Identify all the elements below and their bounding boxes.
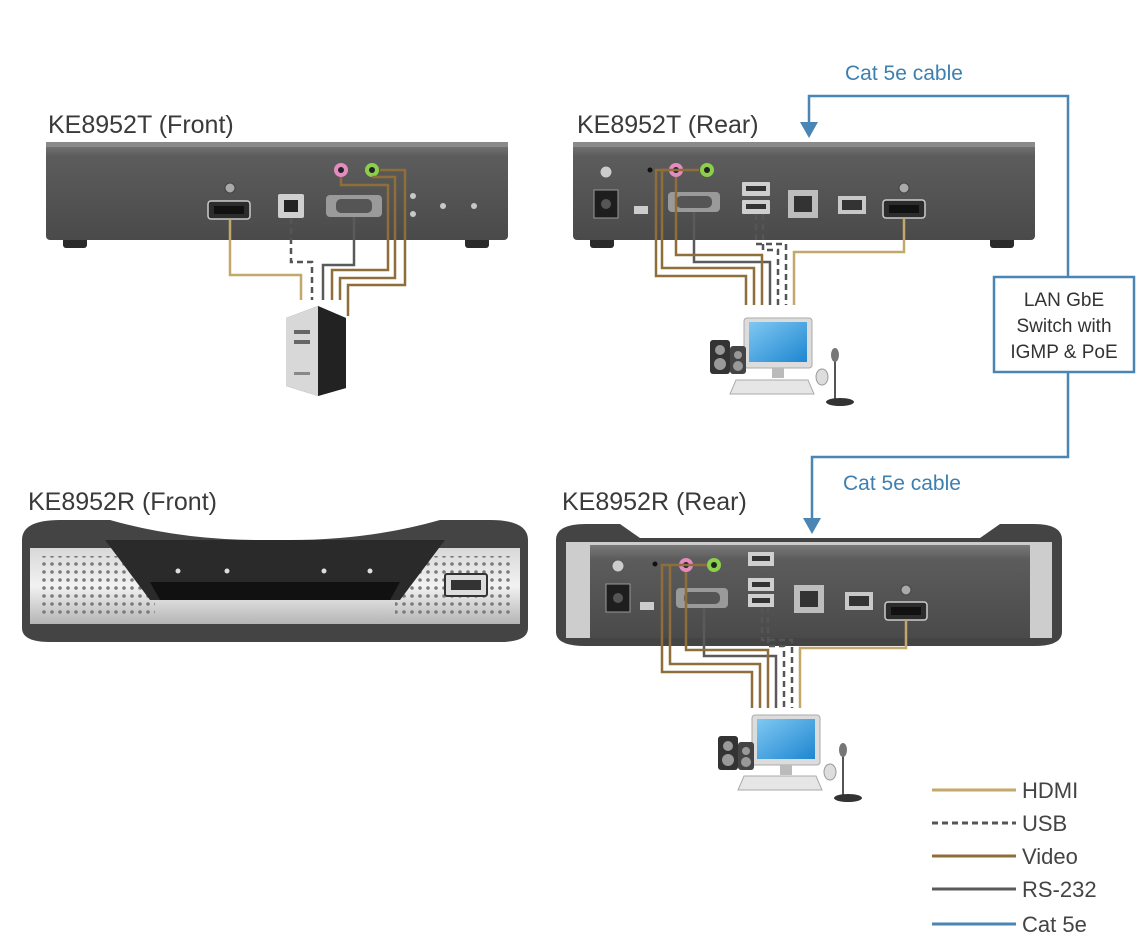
tx-rear-cables [654, 168, 906, 305]
switch-label-line2: Switch with [1016, 316, 1111, 337]
rx-rear-cables [660, 563, 908, 708]
switch-label-line1: LAN GbE [1024, 290, 1104, 311]
cat5e-cable-label-top: Cat 5e cable [845, 62, 963, 85]
workstation-icon [710, 317, 854, 406]
ke8952r-rear-device [556, 524, 1062, 646]
legend-label-cat5e: Cat 5e [1022, 912, 1087, 937]
legend: HDMI USB Video RS-232 Cat 5e [932, 778, 1097, 937]
rx-front-title: KE8952R (Front) [28, 488, 217, 516]
computer-tower-icon [286, 306, 346, 396]
tx-front-title: KE8952T (Front) [48, 111, 234, 139]
switch-label-line3: IGMP & PoE [1010, 342, 1117, 363]
legend-label-rs232: RS-232 [1022, 877, 1097, 902]
arrow-down-icon [803, 518, 821, 534]
ke8952t-front-device [46, 142, 508, 248]
tx-rear-title: KE8952T (Rear) [577, 111, 759, 139]
rx-rear-title: KE8952R (Rear) [562, 488, 747, 516]
tx-front-cables [228, 168, 407, 316]
legend-label-usb: USB [1022, 811, 1067, 836]
workstation-icon [718, 714, 862, 802]
ke8952t-rear-device [573, 142, 1035, 248]
ke8952r-front-device [22, 520, 528, 642]
cat5e-cable-lines [807, 94, 1070, 520]
legend-label-video: Video [1022, 844, 1078, 869]
arrow-down-icon [800, 122, 818, 138]
cat5e-cable-label-bottom: Cat 5e cable [843, 472, 961, 495]
legend-label-hdmi: HDMI [1022, 778, 1078, 803]
lan-switch-box [992, 275, 1136, 374]
